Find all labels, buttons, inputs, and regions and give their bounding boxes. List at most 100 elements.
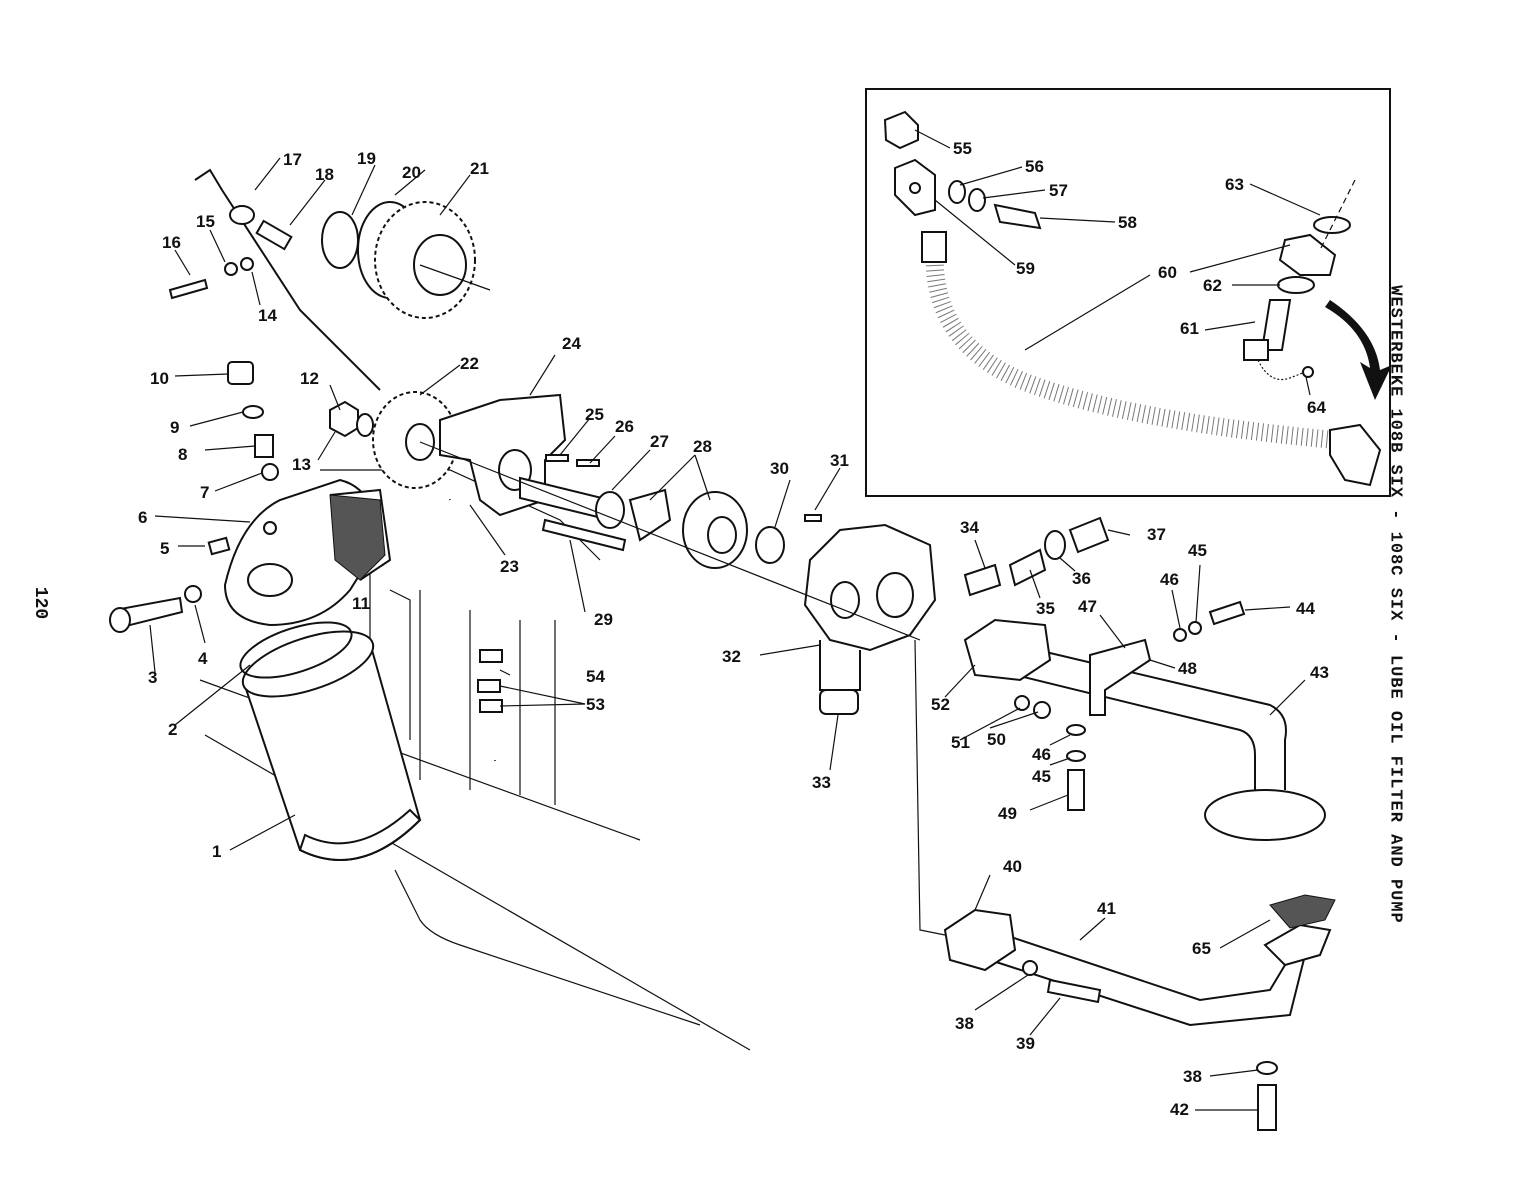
bolt-61 [1260, 299, 1292, 351]
setscrew-5 [207, 536, 231, 556]
washer-46b [1066, 724, 1086, 736]
callout-19: 19 [357, 149, 376, 168]
outer-rotor-28 [682, 491, 748, 569]
ball-7 [261, 463, 279, 481]
callout-39: 39 [1016, 1034, 1035, 1053]
callout-26: 26 [615, 417, 634, 436]
callout-33: 33 [812, 773, 831, 792]
plunger-34 [963, 563, 1002, 597]
chain-64 [1257, 359, 1306, 381]
callout-43: 43 [1310, 663, 1329, 682]
bolt-58 [993, 203, 1042, 230]
pin-25 [545, 454, 569, 462]
callout-42: 42 [1170, 1100, 1189, 1119]
filter-gasket [239, 621, 353, 679]
callout-36: 36 [1072, 569, 1091, 588]
flange-52 [963, 618, 1052, 682]
callout-38a: 38 [955, 1014, 974, 1033]
inset-leader-lines [914, 129, 1321, 396]
callout-49: 49 [998, 804, 1017, 823]
callout-15: 15 [196, 212, 215, 231]
plug-10 [227, 361, 254, 385]
nut-50 [1033, 701, 1051, 719]
cap-55 [883, 110, 919, 150]
elbow-59 [894, 158, 936, 217]
washer-45a [1188, 621, 1202, 635]
flange-40 [943, 908, 1017, 972]
callout-7: 7 [200, 483, 209, 502]
axis-line [1319, 179, 1356, 251]
callout-41: 41 [1097, 899, 1116, 918]
callout-45b: 45 [1032, 767, 1051, 786]
bracket-47 [1089, 638, 1152, 716]
callout-16: 16 [162, 233, 181, 252]
callout-54: 54 [586, 667, 605, 686]
callout-8: 8 [178, 445, 187, 464]
callout-51: 51 [951, 733, 970, 752]
washer-9 [242, 405, 264, 419]
callout-24: 24 [562, 334, 581, 353]
nut-13 [329, 400, 359, 438]
callout-50: 50 [987, 730, 1006, 749]
callout-40: 40 [1003, 857, 1022, 876]
bolt-42 [1257, 1084, 1277, 1131]
callout-59: 59 [1016, 259, 1035, 278]
callout-22: 22 [460, 354, 479, 373]
gasket-11 [329, 494, 386, 581]
flange-65 [1263, 923, 1332, 967]
callout-11: 11 [352, 594, 370, 613]
washer-46a [1173, 628, 1187, 642]
washer-36 [1044, 530, 1066, 560]
callout-55: 55 [953, 139, 972, 158]
washer-12 [356, 413, 374, 437]
gasket-65 [1269, 894, 1336, 929]
dipstick-tube-18 [255, 219, 293, 251]
fitting [921, 231, 947, 263]
dipstick [194, 168, 381, 391]
callout-35: 35 [1036, 599, 1055, 618]
callout-1: 1 [212, 842, 221, 861]
callout-28: 28 [693, 437, 712, 456]
bolt-39 [1046, 978, 1102, 1004]
dipstick-seal-17 [229, 205, 255, 225]
callout-31: 31 [830, 451, 849, 470]
bushing-30 [755, 526, 785, 564]
callout-32: 32 [722, 647, 741, 666]
callout-18: 18 [315, 165, 334, 184]
oil-filter [241, 630, 422, 861]
pin-26 [576, 459, 600, 467]
bolt-61-head [1243, 339, 1269, 361]
callout-4: 4 [198, 649, 208, 668]
plug-33 [819, 689, 859, 715]
washer-15 [224, 262, 238, 276]
callout-14: 14 [258, 306, 277, 325]
callout-20: 20 [402, 163, 421, 182]
callout-44: 44 [1296, 599, 1315, 618]
washer-4 [184, 585, 202, 603]
banjo-end [1329, 423, 1382, 487]
drive-gear-assembly [321, 201, 491, 319]
bolt-3 [109, 596, 184, 633]
callout-3: 3 [148, 668, 157, 687]
callout-25: 25 [585, 405, 604, 424]
callout-13: 13 [292, 455, 311, 474]
page-title: WESTERBEKE 108B SIX - 108C SIX - LUBE OI… [1385, 285, 1405, 924]
callout-58: 58 [1118, 213, 1137, 232]
callout-29: 29 [594, 610, 613, 629]
return-line-41 [943, 894, 1336, 1027]
direction-arrow [1325, 300, 1392, 400]
callout-labels: 1 2 3 4 5 6 7 8 9 10 11 12 13 14 15 16 1… [138, 139, 1329, 1119]
inner-rotor [628, 488, 672, 542]
callout-61: 61 [1180, 319, 1199, 338]
callout-10: 10 [150, 369, 169, 388]
callout-46a: 46 [1160, 570, 1179, 589]
callout-34: 34 [960, 518, 979, 537]
callout-27: 27 [650, 432, 669, 451]
callout-23: 23 [500, 557, 519, 576]
pin-31 [804, 514, 822, 522]
callout-17: 17 [283, 150, 302, 169]
callout-62: 62 [1203, 276, 1222, 295]
page-number: 120 [30, 586, 50, 620]
spring-35 [1008, 548, 1047, 587]
